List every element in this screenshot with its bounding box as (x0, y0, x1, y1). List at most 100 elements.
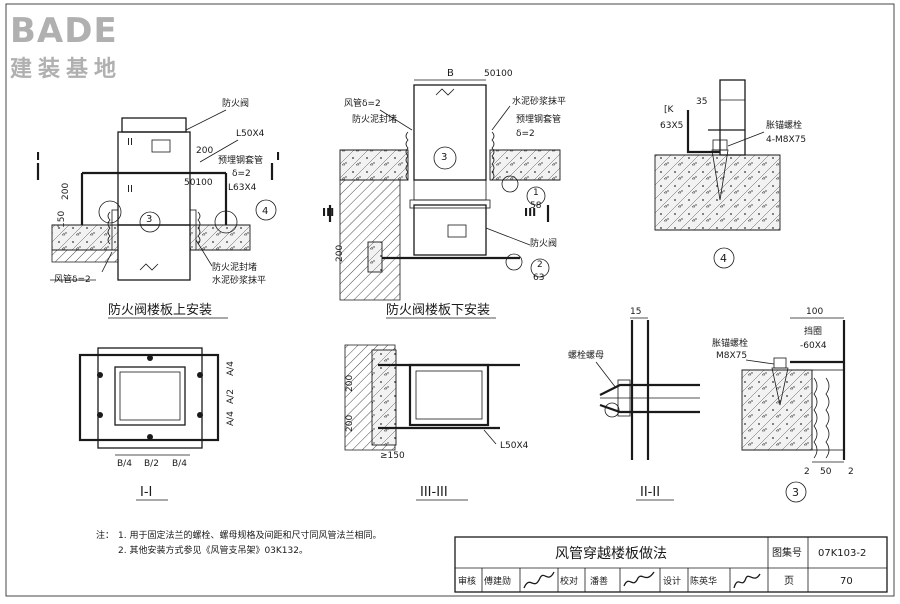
label-fire-damper-a: 防火阀 (222, 97, 249, 109)
view-below-slab: 3 1 58 2 63 III III B 50100 风管δ=2 水泥砂浆抹平… (322, 68, 566, 319)
designer-signature (733, 573, 761, 589)
slab-right-b (489, 149, 561, 181)
detail-3-label: 3 (792, 486, 799, 499)
slab-d3 (741, 369, 813, 451)
section-mark-II-bottom: II (127, 184, 133, 195)
label-fire-damper-b: 防火阀 (530, 237, 557, 249)
label-sleeve-b: 预埋钢套管 (516, 113, 561, 125)
notes-line-1: 1. 用于固定法兰的螺栓、螺母规格及间距和尺寸同风管法兰相同。 (118, 529, 381, 541)
section-II-title: II-II (640, 485, 660, 500)
section-I-title: I-I (140, 485, 152, 500)
label-fire-mud-a: 防火泥封堵 (212, 261, 257, 273)
view-a-title: 防火阀楼板上安装 (108, 302, 212, 318)
section-I-I: B/4 B/2 B/4 A/4 A/2 A/4 I-I (78, 347, 236, 501)
detail-3: 100 挡圈 -60X4 胀锚螺栓 M8X75 50 2 2 3 (712, 307, 854, 503)
label-delta-b: δ=2 (516, 129, 535, 139)
slab-c (654, 154, 781, 231)
ref-63: 63 (533, 273, 544, 283)
dim-150-a: 150 (57, 211, 67, 228)
ref-58: 58 (530, 201, 542, 211)
label-d3-anchor-spec: M8X75 (716, 351, 747, 361)
dim-III-200b: 200 (345, 415, 355, 432)
label-fire-mud-b: 防火泥封堵 (352, 113, 397, 125)
dim-50100-a: 50100 (184, 178, 213, 188)
section-mark-I-right: I (276, 150, 280, 163)
label-II-bolt: 螺栓螺母 (568, 349, 604, 361)
title-block: 风管穿越楼板做法 图集号 07K103-2 审核 傅建勋 校对 潘善 设计 陈英… (454, 536, 888, 593)
logo-subtitle: 建装基地 (10, 57, 122, 82)
label-duct-a: 风管δ=2 (54, 273, 91, 285)
dim-I-a2: A/2 (226, 389, 236, 404)
detail-num-3b: 3 (441, 152, 447, 163)
detail-4: 35 [K 63X5 胀锚螺栓 4-M8X75 4 (654, 79, 806, 269)
page-number: 70 (840, 576, 853, 587)
dim-I-a4-bottom: A/4 (226, 411, 236, 426)
detail-num-2: 2 (537, 260, 543, 270)
label-cement-b: 水泥砂浆抹平 (512, 95, 566, 107)
label-anchor-spec-c: 4-M8X75 (766, 135, 806, 145)
section-II-II: 15 螺栓螺母 II-II (568, 307, 700, 501)
label-sleeve-a: 预埋钢套管 (218, 154, 263, 166)
dim-200b-a: 200 (61, 183, 71, 200)
atlas-label: 图集号 (772, 546, 802, 559)
section-mark-III-left: III (322, 206, 334, 219)
dim-I-b4-left: B/4 (117, 459, 132, 469)
view-b-title: 防火阀楼板下安装 (386, 302, 490, 318)
reviewer-signature (523, 571, 555, 589)
label-duct-b: 风管δ=2 (344, 97, 381, 109)
checker-name: 潘善 (590, 575, 608, 587)
title-block-title: 风管穿越楼板做法 (555, 546, 667, 562)
logo: BADE 建装基地 (10, 11, 122, 82)
review-label: 审核 (458, 575, 476, 587)
notes-line-2: 2. 其他安装方式参见《风管支吊架》03K132。 (118, 544, 308, 556)
label-d3-anchor: 胀锚螺栓 (712, 337, 748, 349)
page-label: 页 (784, 575, 794, 587)
label-angle-c: 63X5 (660, 121, 683, 131)
label-angle-a: L50X4 (236, 129, 265, 139)
dim-d3-2b: 2 (848, 467, 854, 477)
dim-III-200a: 200 (345, 375, 355, 392)
label-channel-c: [K (664, 105, 675, 115)
fire-damper-b (413, 204, 487, 256)
label-angle2-a: L63X4 (228, 183, 257, 193)
label-d3-retainer: 挡圈 (804, 325, 822, 337)
sheet-border (5, 3, 895, 597)
notes: 注： 1. 用于固定法兰的螺栓、螺母规格及间距和尺寸同风管法兰相同。 2. 其他… (96, 529, 381, 556)
detail-4-label: 4 (720, 252, 727, 265)
dim-35-c: 35 (696, 97, 707, 107)
label-anchor-c: 胀锚螺栓 (766, 119, 802, 131)
duct-a (117, 224, 191, 281)
label-d3-retainer-spec: -60X4 (800, 341, 827, 351)
dim-d3-2a: 2 (804, 467, 810, 477)
check-label: 校对 (560, 575, 578, 587)
reviewer-name: 傅建勋 (484, 575, 511, 587)
dim-d3-100: 100 (806, 307, 823, 317)
dim-B-b: B (447, 68, 454, 79)
section-mark-I-left: I (36, 150, 40, 163)
atlas-number: 07K103-2 (818, 548, 866, 559)
dim-I-a4-top: A/4 (226, 361, 236, 376)
label-cement-a: 水泥砂浆抹平 (212, 274, 266, 286)
dim-II-15: 15 (630, 307, 641, 317)
dim-I-b4-right: B/4 (172, 459, 187, 469)
checker-signature (623, 571, 655, 587)
logo-brand: BADE (10, 11, 118, 51)
detail-num-3a: 3 (146, 214, 152, 225)
label-delta-a: δ=2 (232, 169, 251, 179)
damper-frame-III (408, 363, 490, 427)
dim-III-150: ≥150 (380, 451, 405, 461)
design-label: 设计 (663, 575, 681, 587)
section-III-III: 200 200 ≥150 L50X4 III-III (344, 344, 529, 501)
dim-d3-50: 50 (820, 467, 832, 477)
section-III-title: III-III (420, 485, 448, 500)
slab-left-b (339, 149, 409, 181)
wall-b (339, 179, 401, 301)
duct-b (413, 84, 487, 181)
designer-name: 陈英华 (690, 575, 717, 587)
label-III-angle: L50X4 (500, 441, 529, 451)
flange-frame-I (78, 353, 220, 442)
section-mark-II-top: II (127, 137, 133, 148)
notes-head: 注： (96, 529, 114, 541)
